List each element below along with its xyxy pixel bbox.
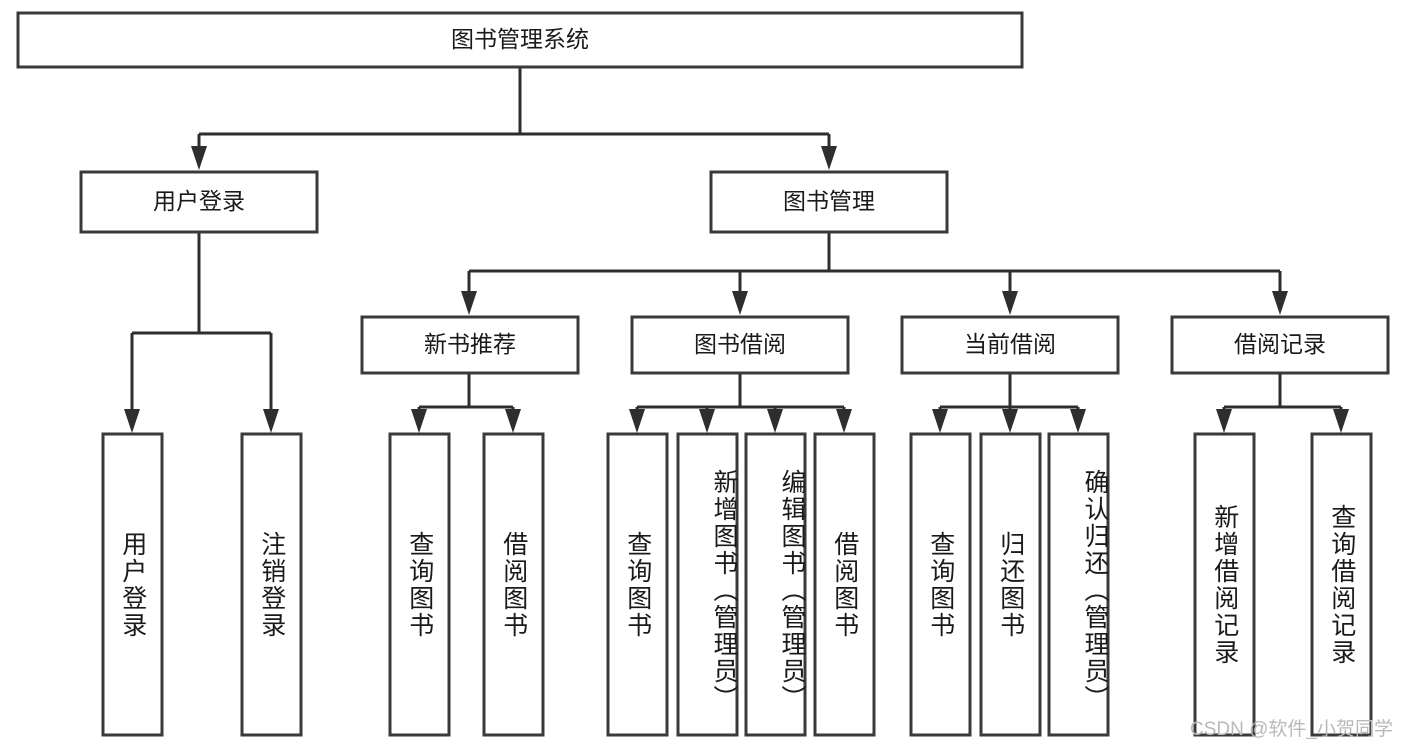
arrow-head-book-borrow [732,291,748,315]
connector-group-current-borrow [932,373,1086,433]
node-new-book-recommend-label: 新书推荐 [424,331,516,357]
arrow-head-leaf-query-record [1333,409,1349,433]
arrow-head-leaf-add-book [699,409,715,433]
leaf-box-borrow-book-1[interactable] [482,432,545,737]
node-borrow-record-label: 借阅记录 [1234,331,1326,357]
arrow-head-current-borrow [1002,291,1018,315]
node-book-borrow[interactable]: 图书借阅 [630,315,850,375]
node-book-management-label: 图书管理 [783,188,875,214]
leaf-box-query-book-3[interactable] [909,432,972,737]
connector-group-new-book-recommend [411,373,521,433]
node-current-borrow-label: 当前借阅 [964,331,1056,357]
node-book-management[interactable]: 图书管理 [709,170,949,234]
arrow-head-leaf-borrow-book-1 [505,409,521,433]
arrow-head-leaf-query-book-2 [629,409,645,433]
node-book-borrow-box[interactable] [630,315,850,375]
node-new-book-recommend[interactable]: 新书推荐 [360,315,580,375]
leaf-box-user-login[interactable] [101,432,164,737]
connector-group-user-login [124,232,279,433]
node-new-book-recommend-box[interactable] [360,315,580,375]
leaf-box-borrow-book-2[interactable] [813,432,876,737]
arrow-head-new-book-recommend [461,291,477,315]
arrow-head-user-login [191,146,207,170]
arrow-head-leaf-query-book-1 [411,409,427,433]
connector-group-root [191,67,837,170]
leaf-box-query-record[interactable] [1310,432,1373,737]
arrow-head-borrow-record [1272,291,1288,315]
node-user-login-box[interactable] [79,170,319,234]
leaf-box-query-book-2[interactable] [606,432,669,737]
node-current-borrow-box[interactable] [900,315,1120,375]
arrow-head-leaf-return-book [1002,409,1018,433]
leaf-box-add-record[interactable] [1193,432,1256,737]
leaf-box-add-book[interactable] [676,432,739,737]
arrow-head-leaf-add-record [1216,409,1232,433]
leaf-box-confirm-return[interactable] [1047,432,1110,737]
csdn-watermark: CSDN @软件_小贺同学 [1190,719,1393,740]
node-root[interactable]: 图书管理系统 [16,11,1024,69]
arrow-head-leaf-logout-login [263,409,279,433]
arrow-head-leaf-user-login [124,409,140,433]
arrow-head-book-mgmt [821,146,837,170]
leaf-box-query-book-1[interactable] [388,432,451,737]
node-borrow-record-box[interactable] [1170,315,1390,375]
leaf-box-logout-login[interactable] [240,432,303,737]
node-book-borrow-label: 图书借阅 [694,331,786,357]
node-current-borrow[interactable]: 当前借阅 [900,315,1120,375]
arrow-head-leaf-query-book-3 [932,409,948,433]
node-root-label: 图书管理系统 [451,26,589,52]
leaf-box-edit-book[interactable] [744,432,807,737]
leaf-box-return-book[interactable] [979,432,1042,737]
node-book-management-box[interactable] [709,170,949,234]
arrow-head-leaf-edit-book [767,409,783,433]
connector-group-book-mgmt [461,232,1288,315]
node-user-login[interactable]: 用户登录 [79,170,319,234]
node-user-login-label: 用户登录 [153,188,245,214]
connector-group-book-borrow [629,373,852,433]
connector-group-borrow-record [1216,374,1349,433]
node-borrow-record[interactable]: 借阅记录 [1170,315,1390,375]
node-root-box[interactable] [16,11,1024,69]
arrow-head-leaf-borrow-book-2 [836,409,852,433]
arrow-head-leaf-confirm-return [1070,409,1086,433]
